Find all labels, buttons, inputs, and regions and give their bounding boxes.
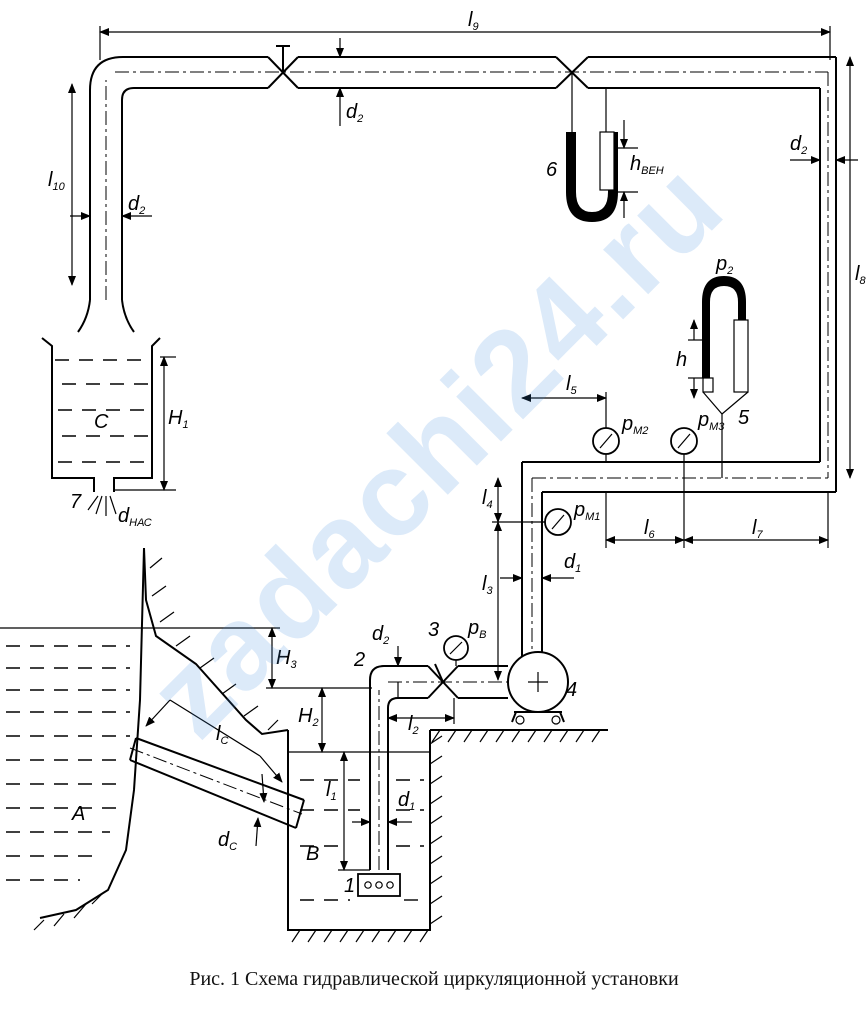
label-tank-c: C [94, 411, 109, 433]
label-h3: H3 [276, 647, 297, 671]
label-hven: hВЕН [630, 153, 664, 177]
label-d2-top: d2 [346, 101, 363, 125]
dim-l1 [338, 751, 370, 871]
label-pv: pВ [467, 617, 486, 641]
suction-pipeline [369, 663, 510, 870]
label-manometer-5: 5 [738, 407, 750, 429]
label-pm1: pМ1 [573, 499, 600, 523]
dim-l2 [387, 698, 455, 724]
label-gauge-3: 3 [428, 619, 439, 641]
label-nozzle-7: 7 [70, 491, 82, 513]
label-d1-suction: d1 [398, 789, 415, 813]
label-valve-2: 2 [353, 649, 365, 671]
label-h2: H2 [298, 705, 319, 729]
label-d1-pressure: d1 [564, 551, 581, 575]
label-strainer-1: 1 [344, 875, 355, 897]
reservoir-a [0, 547, 289, 931]
ground-right [430, 729, 608, 743]
label-d2-suction: d2 [372, 623, 389, 647]
label-l7: l7 [752, 517, 763, 541]
reservoir-b [287, 730, 443, 943]
pressure-pipeline [521, 461, 836, 670]
label-pump-4: 4 [566, 679, 577, 701]
top-valve-left [267, 45, 299, 89]
dim-l7 [683, 492, 829, 548]
dim-l4 [492, 477, 545, 523]
label-l9: l9 [468, 9, 479, 33]
label-manometer-6: 6 [546, 159, 558, 181]
label-h1: H1 [168, 407, 189, 431]
label-reservoir-b: B [306, 843, 319, 865]
label-l3: l3 [482, 573, 493, 597]
tank-c [41, 337, 176, 516]
label-l2: l2 [408, 713, 419, 737]
labels: l9 l10 l8 d2 d2 d2 6 hВЕН p2 h 5 l5 pМ2 … [48, 9, 866, 897]
label-l1: l1 [326, 779, 337, 803]
label-l10: l10 [48, 169, 66, 193]
dim-l9 [99, 26, 831, 60]
label-lc: lC [216, 723, 228, 747]
figure-caption: Рис. 1 Схема гидравлической циркуляционн… [189, 968, 679, 990]
label-pm2: pМ2 [621, 413, 648, 437]
strainer [357, 873, 401, 897]
label-pm3: pМ3 [697, 409, 725, 433]
label-p2: p2 [715, 253, 733, 277]
gauge-pm2 [592, 427, 620, 462]
label-h: h [676, 349, 687, 371]
gauge-pm1 [542, 508, 572, 536]
dim-h2 [266, 687, 372, 753]
circulation-scheme: l9 l10 l8 d2 d2 d2 6 hВЕН p2 h 5 l5 pМ2 … [0, 9, 866, 943]
label-dc: dC [218, 829, 237, 853]
label-l6: l6 [644, 517, 655, 541]
manometer-p2 [688, 276, 749, 478]
label-l8: l8 [855, 263, 866, 287]
label-l5: l5 [566, 373, 577, 397]
connecting-pipe [129, 699, 305, 847]
gauge-pm3 [670, 427, 698, 462]
label-l4: l4 [482, 487, 493, 511]
label-d2-left: d2 [128, 193, 145, 217]
dim-l6 [605, 462, 685, 548]
dim-l5 [521, 392, 607, 428]
gauge-pv [443, 635, 469, 666]
pump [507, 651, 569, 725]
label-d2-right: d2 [790, 133, 807, 157]
label-reservoir-a: A [71, 803, 85, 825]
venturi-manometer [566, 72, 638, 222]
label-dnac: dНАС [118, 505, 152, 529]
